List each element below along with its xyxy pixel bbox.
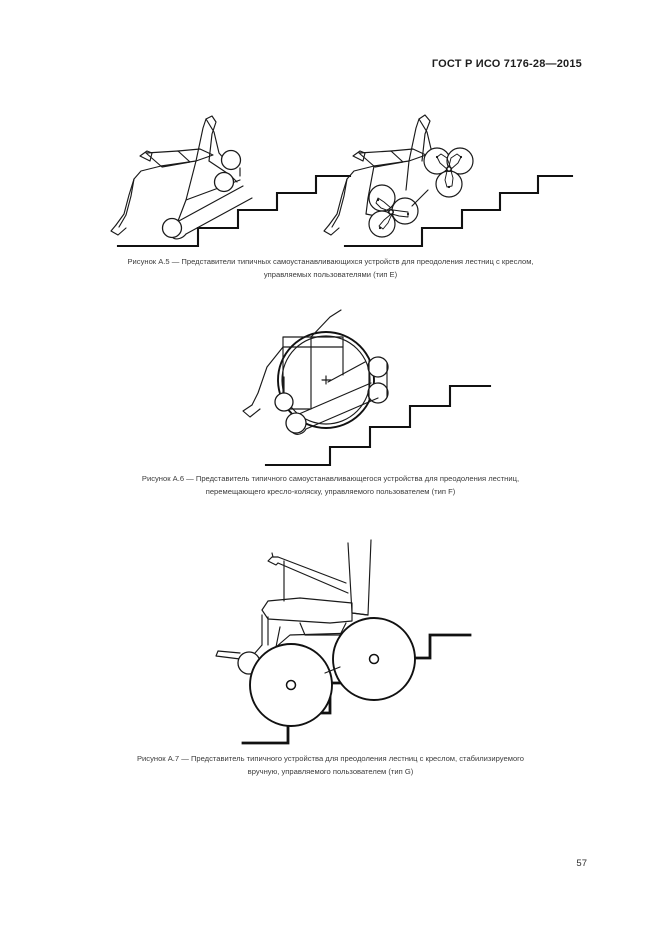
figure-a6-caption: Рисунок А.6 — Представитель типичного са… bbox=[41, 473, 621, 498]
figure-a7-artwork bbox=[0, 535, 661, 753]
figure-a5-caption-line1: Рисунок А.5 — Представители типичных сам… bbox=[127, 257, 534, 266]
manually-stabilised-stair-climbing-chair-type-g-drawing bbox=[215, 539, 472, 745]
figure-a5-caption-line2: управляемых пользователями (тип E) bbox=[263, 269, 398, 279]
figure-a7-caption: Рисунок А.7 — Представитель типичного ус… bbox=[41, 753, 621, 778]
figure-a6-caption-line1: Рисунок А.6 — Представитель типичного са… bbox=[141, 474, 520, 483]
figure-a7: Рисунок А.7 — Представитель типичного ус… bbox=[0, 535, 661, 778]
figure-a6-artwork bbox=[0, 305, 661, 473]
figure-a7-caption-line1: Рисунок А.7 — Представитель типичного ус… bbox=[136, 754, 524, 763]
standard-header: ГОСТ Р ИСО 7176-28—2015 bbox=[431, 58, 582, 70]
figure-a6: Рисунок А.6 — Представитель типичного са… bbox=[0, 305, 661, 498]
stair-climbing-wheelchair-carrier-type-f-drawing bbox=[242, 309, 492, 467]
figure-a5-caption: Рисунок А.5 — Представители типичных сам… bbox=[41, 256, 621, 281]
stair-climbing-chair-devices-type-e-drawing bbox=[110, 114, 574, 248]
figure-a5-artwork bbox=[0, 98, 661, 256]
figure-a7-caption-line2: вручную, управляемого пользователем (тип… bbox=[247, 766, 414, 776]
figure-a5: Рисунок А.5 — Представители типичных сам… bbox=[0, 98, 661, 281]
page-number: 57 bbox=[576, 858, 587, 869]
figure-a6-caption-line2: перемещающего кресло-коляску, управляемо… bbox=[205, 486, 456, 496]
